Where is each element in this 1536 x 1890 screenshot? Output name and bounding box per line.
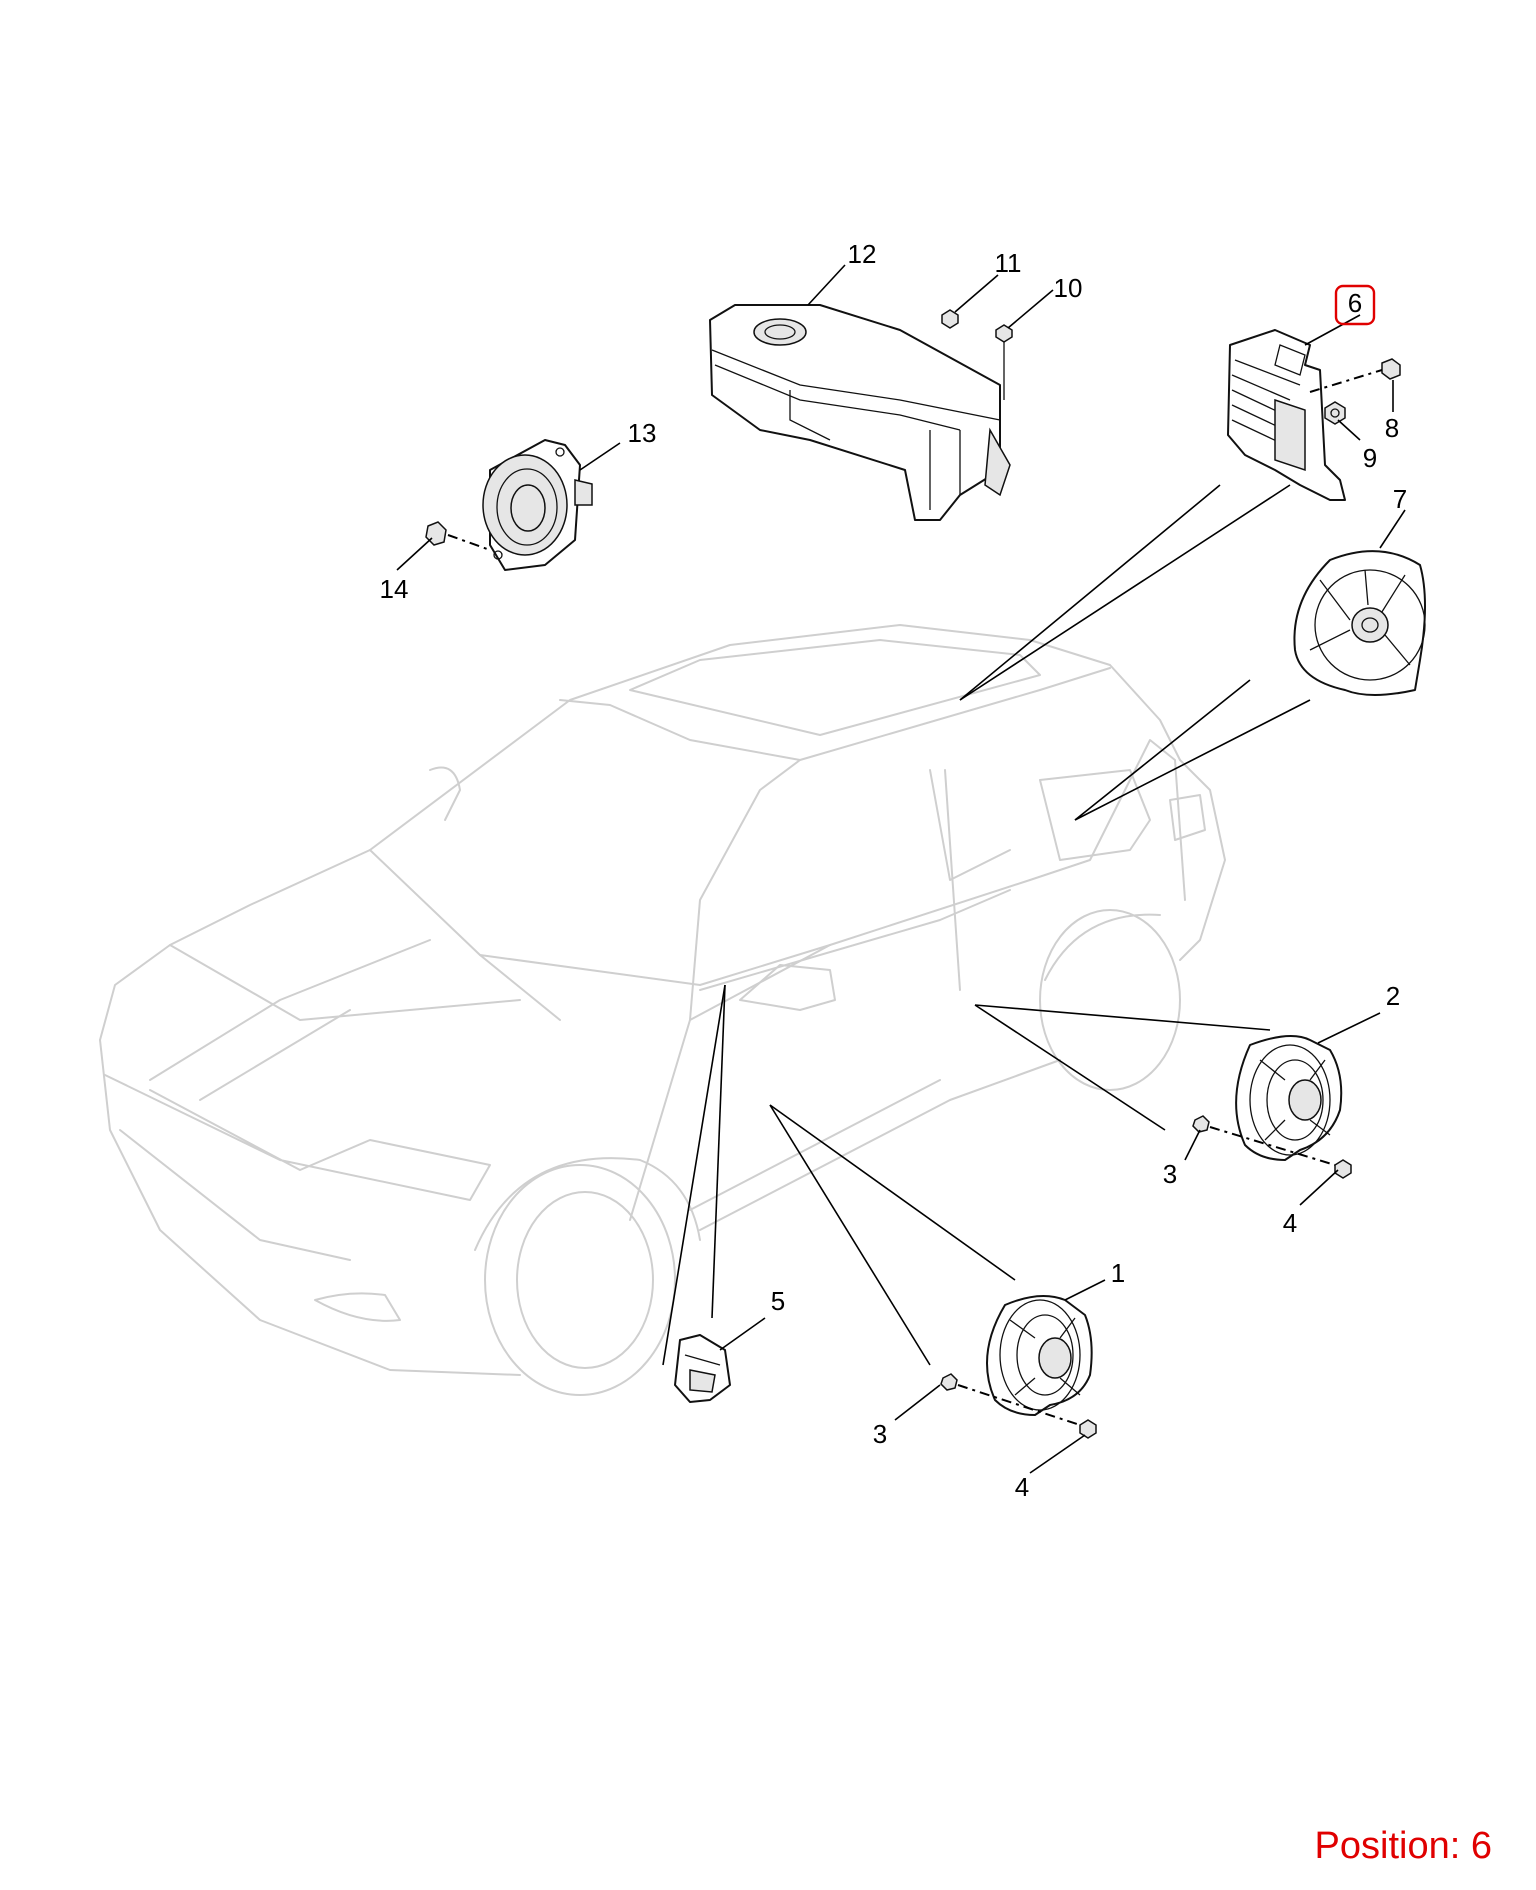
callout-6-highlight	[1334, 284, 1376, 326]
callout-2[interactable]: 2	[1386, 981, 1400, 1011]
callout-5[interactable]: 5	[771, 1286, 785, 1316]
part-10-screw[interactable]	[995, 324, 1013, 400]
callout-labels: 1 2 3 3 4 4 5 6 7 8 9 10 11 12 13 14	[380, 239, 1408, 1502]
part-4-nut-rear[interactable]	[1334, 1159, 1352, 1179]
part-12-module-housing[interactable]	[709, 304, 1011, 521]
part-1-front-door-speaker[interactable]	[986, 1295, 1093, 1416]
part-8-bolt[interactable]	[1381, 358, 1401, 380]
part-4-nut-front[interactable]	[1079, 1419, 1097, 1439]
callout-4-front[interactable]: 4	[1015, 1472, 1029, 1502]
part-13-tweeter[interactable]	[482, 439, 593, 571]
callout-3-rear[interactable]: 3	[1163, 1159, 1177, 1189]
position-label: Position: 6	[1314, 1825, 1492, 1867]
callout-7[interactable]: 7	[1393, 484, 1407, 514]
callout-14[interactable]: 14	[380, 574, 409, 604]
part-6-amplifier[interactable]	[1227, 329, 1346, 501]
part-3-screw-front[interactable]	[940, 1373, 958, 1391]
part-3-screw-rear[interactable]	[1192, 1115, 1210, 1133]
vehicle-outline	[99, 624, 1226, 1396]
part-2-rear-door-speaker[interactable]	[1235, 1035, 1343, 1161]
callout-6[interactable]: 6	[1348, 288, 1362, 318]
callout-3-front[interactable]: 3	[873, 1419, 887, 1449]
callout-10[interactable]: 10	[1054, 273, 1083, 303]
callout-12[interactable]: 12	[848, 239, 877, 269]
callout-13[interactable]: 13	[628, 418, 657, 448]
callout-8[interactable]: 8	[1385, 413, 1399, 443]
callout-11[interactable]: 11	[995, 248, 1022, 278]
callout-1[interactable]: 1	[1111, 1258, 1125, 1288]
part-9-nut[interactable]	[1324, 401, 1346, 425]
part-11-nut[interactable]	[941, 309, 959, 329]
callout-9[interactable]: 9	[1363, 443, 1377, 473]
callout-4-rear[interactable]: 4	[1283, 1208, 1297, 1238]
part-7-subwoofer[interactable]	[1293, 550, 1426, 696]
leader-lines	[396, 264, 1406, 1474]
part-5-tweeter[interactable]	[674, 1334, 731, 1403]
